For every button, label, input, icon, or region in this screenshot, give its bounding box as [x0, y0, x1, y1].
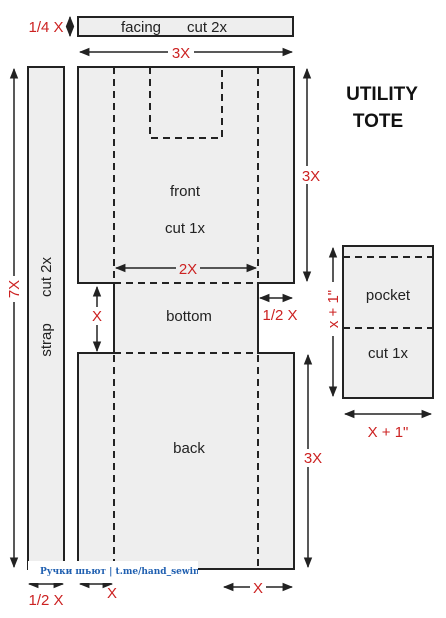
- pocket-piece: pocket cut 1x: [342, 245, 434, 399]
- strap-rect: [27, 66, 65, 570]
- facing-rect: [77, 16, 294, 37]
- bottom-name: bottom: [166, 308, 212, 325]
- dim-bottom-width-label: 2X: [179, 261, 197, 278]
- dim-facing-width-bg: [168, 43, 194, 61]
- title-line-1: UTILITY: [346, 84, 418, 105]
- dim-strap-length-label: 7X: [6, 280, 23, 298]
- dim-facing-height-label: 1/4 X: [28, 19, 63, 36]
- title-line-2: TOTE: [353, 111, 403, 132]
- back-name: back: [173, 440, 205, 457]
- dim-front-height-bg: [297, 166, 325, 184]
- pocket-name: pocket: [366, 287, 411, 304]
- dim-corner-left-label: X: [107, 585, 117, 602]
- dim-back-height-label: 3X: [304, 450, 322, 467]
- facing-name: facing: [121, 19, 161, 36]
- dim-facing-width-label: 3X: [172, 45, 190, 62]
- front-cut: cut 1x: [165, 220, 206, 237]
- dim-bottom-side-label: 1/2 X: [262, 307, 297, 324]
- dim-strap-width-label: 1/2 X: [28, 592, 63, 609]
- dim-bottom-height-bg: [90, 307, 105, 325]
- dim-front-height-label: 3X: [302, 168, 320, 185]
- dim-corner-right-label: X: [253, 580, 263, 597]
- pocket-cut: cut 1x: [368, 345, 409, 362]
- dim-bottom-width-bg: [176, 259, 200, 277]
- dim-pocket-height-label: x + 1": [325, 290, 342, 328]
- facing-piece: facing cut 2x: [77, 16, 294, 37]
- dim-corner-right-bg: [250, 578, 266, 596]
- strap-cut: cut 2x: [38, 256, 55, 297]
- facing-cut: cut 2x: [187, 19, 228, 36]
- watermark-banner: Ручки шьют | t.me/hand_sewing: [28, 561, 198, 583]
- dim-back-height-bg: [299, 449, 327, 467]
- front-name: front: [170, 183, 201, 200]
- strap-piece: strap cut 2x: [27, 66, 65, 570]
- dim-pocket-width-label: X + 1": [368, 424, 409, 441]
- pocket-rect: [342, 245, 434, 399]
- strap-name: strap: [38, 323, 55, 356]
- dim-bottom-height-label: X: [92, 308, 102, 325]
- dim-strap-length-bg: [6, 276, 22, 302]
- dim-pocket-height-bg: [324, 282, 342, 336]
